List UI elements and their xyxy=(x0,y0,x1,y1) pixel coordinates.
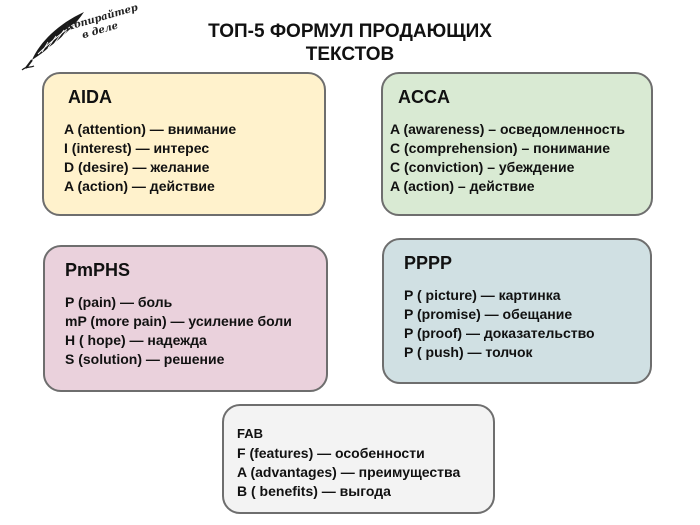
formula-card-title: AIDA xyxy=(68,87,112,107)
logo: Копирайтер в деле xyxy=(14,2,139,72)
formula-card-line: S (solution) — решение xyxy=(65,351,225,367)
formula-card-line: mP (more pain) — усиление боли xyxy=(65,313,292,329)
quill-pen-icon xyxy=(21,12,84,71)
formula-card-line: P (proof) — доказательство xyxy=(404,325,595,341)
page-title-line-1: ТОП-5 ФОРМУЛ ПРОДАЮЩИХ xyxy=(208,21,492,42)
formula-card-title: PPPP xyxy=(404,253,453,273)
formula-card-line: A (attention) — внимание xyxy=(64,121,237,137)
formula-card-fab: FAB F (features) — особенности A (advant… xyxy=(222,404,495,514)
formula-card-aida: AIDA A (attention) — внимание I (interes… xyxy=(42,72,326,216)
formula-card-title: ACCA xyxy=(398,87,450,107)
formula-card-line: A (action) — действие xyxy=(64,178,215,194)
formula-card-line: C (conviction) – убеждение xyxy=(390,159,575,175)
formula-card-pppp: PPPP P ( picture) — картинка P (promise)… xyxy=(382,238,652,384)
formula-card-line: A (action) – действие xyxy=(390,178,535,194)
formula-card-pmphs: PmPHS P (pain) — боль mP (more pain) — у… xyxy=(43,245,328,392)
page-title: ТОП-5 ФОРМУЛ ПРОДАЮЩИХ ТЕКСТОВ xyxy=(150,20,550,66)
formula-card-line: P (promise) — обещание xyxy=(404,306,573,322)
formula-card-title: PmPHS xyxy=(65,260,131,280)
formula-card-acca: ACCA A (awareness) – осведомленность C (… xyxy=(381,72,653,216)
page-title-line-2: ТЕКСТОВ xyxy=(305,44,395,65)
formula-card-line: F (features) — особенности xyxy=(237,445,425,461)
formula-card-line: P ( picture) — картинка xyxy=(404,287,561,303)
formula-card-line: P (pain) — боль xyxy=(65,294,173,310)
formula-card-line: A (advantages) — преимущества xyxy=(237,464,461,480)
formula-card-line: I (interest) — интерес xyxy=(64,140,210,156)
formula-card-line: C (comprehension) – понимание xyxy=(390,140,611,156)
formula-card-line: D (desire) — желание xyxy=(64,159,210,175)
formula-card-line: H ( hope) — надежда xyxy=(65,332,207,348)
formula-card-line: B ( benefits) — выгода xyxy=(237,483,391,499)
formula-card-line: P ( push) — толчок xyxy=(404,344,533,360)
formula-card-title: FAB xyxy=(237,426,263,441)
formula-card-line: A (awareness) – осведомленность xyxy=(390,121,625,137)
